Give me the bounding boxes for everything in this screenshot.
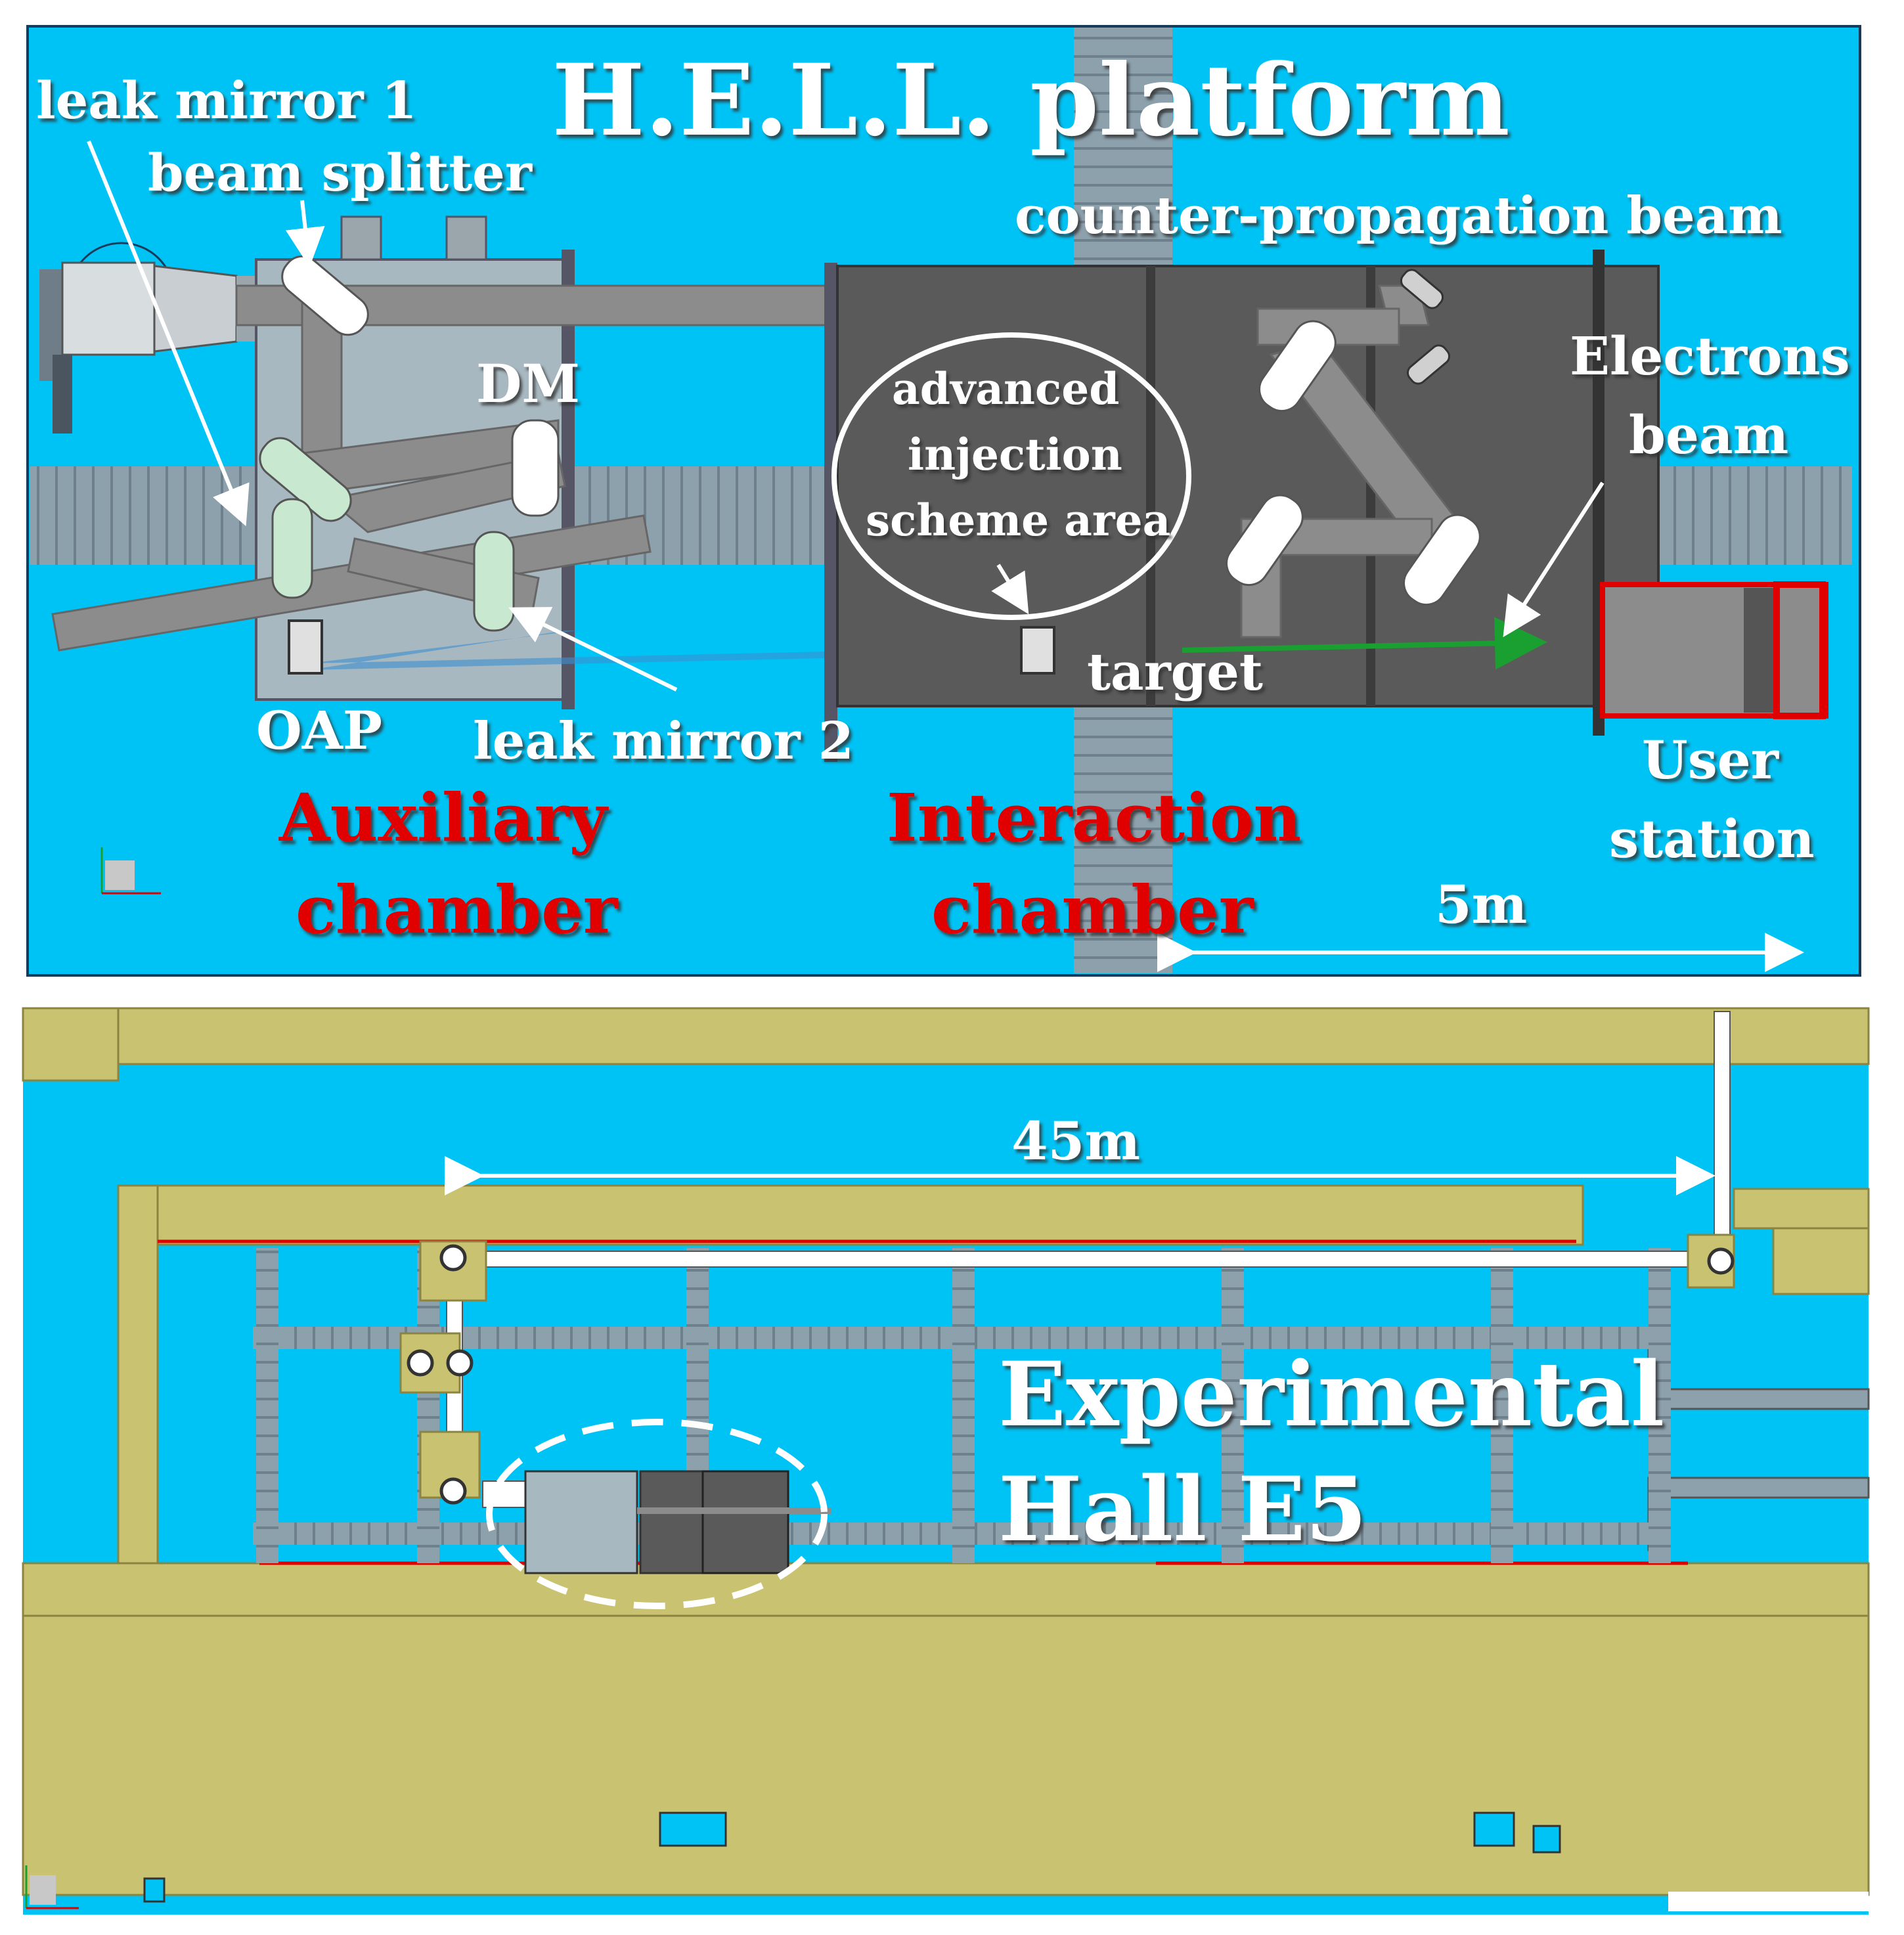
beam-splitter-label: beam splitter <box>148 143 533 203</box>
axis-gizmo-bottom <box>25 1865 79 1909</box>
laser-source <box>39 242 256 434</box>
auxiliary-chamber-label-2: chamber <box>296 871 619 948</box>
hall-label-2: Hall E5 <box>998 1457 1367 1561</box>
user-station-label-1: User <box>1642 729 1779 791</box>
platform-title: H.E.L.L. platform <box>552 43 1510 158</box>
user-station-label-2: station <box>1609 808 1815 870</box>
target-label: target <box>1087 642 1263 702</box>
advanced-injection-ellipse <box>831 332 1191 620</box>
scale-5m-label: 5m <box>1435 874 1527 935</box>
mini-platform <box>524 1470 831 1574</box>
aux-mirrors <box>259 419 560 632</box>
advanced-label-1: advanced <box>892 363 1119 414</box>
bottom-panel: 45m Experimental Hall E5 <box>22 1007 1870 1915</box>
beam-transport <box>399 1011 1735 1508</box>
counter-propagation-label: counter-propagation beam <box>1015 186 1782 246</box>
electron-beam-arrow <box>1182 617 1547 670</box>
leak-mirror-1-label: leak mirror 1 <box>36 71 417 131</box>
user-station-body <box>1600 581 1828 719</box>
electrons-beam-label-2: beam <box>1629 404 1788 466</box>
platform-highlight-ellipse <box>486 1419 828 1609</box>
label-arrows <box>87 140 1605 692</box>
top-panel: H.E.L.L. platform leak mirror 1 beam spl… <box>26 25 1861 977</box>
electrons-beam-label-1: Electrons <box>1570 325 1850 387</box>
hall-walls <box>22 1007 1870 1911</box>
interaction-chamber-label-2: chamber <box>931 871 1254 948</box>
advanced-label-3: scheme area <box>866 495 1170 546</box>
auxiliary-chamber-label-1: Auxiliary <box>278 779 609 856</box>
leak-mirror-2-label: leak mirror 2 <box>473 711 854 771</box>
axis-gizmo-top <box>100 847 161 895</box>
hall-label-1: Experimental <box>998 1342 1664 1446</box>
blue-focusing-beam <box>309 631 1025 670</box>
interaction-chamber-label-1: Interaction <box>887 779 1301 856</box>
oap-label: OAP <box>256 700 382 761</box>
interaction-mirrors <box>1226 269 1481 606</box>
bottom-wall-rooms <box>143 1812 1561 1903</box>
advanced-label-2: injection <box>908 429 1122 480</box>
oap-mount <box>288 619 323 675</box>
scale-45m-label: 45m <box>1011 1110 1140 1172</box>
target-mount <box>1020 626 1055 675</box>
corridor-right <box>1647 1329 1870 1551</box>
dm-label: DM <box>476 353 580 414</box>
